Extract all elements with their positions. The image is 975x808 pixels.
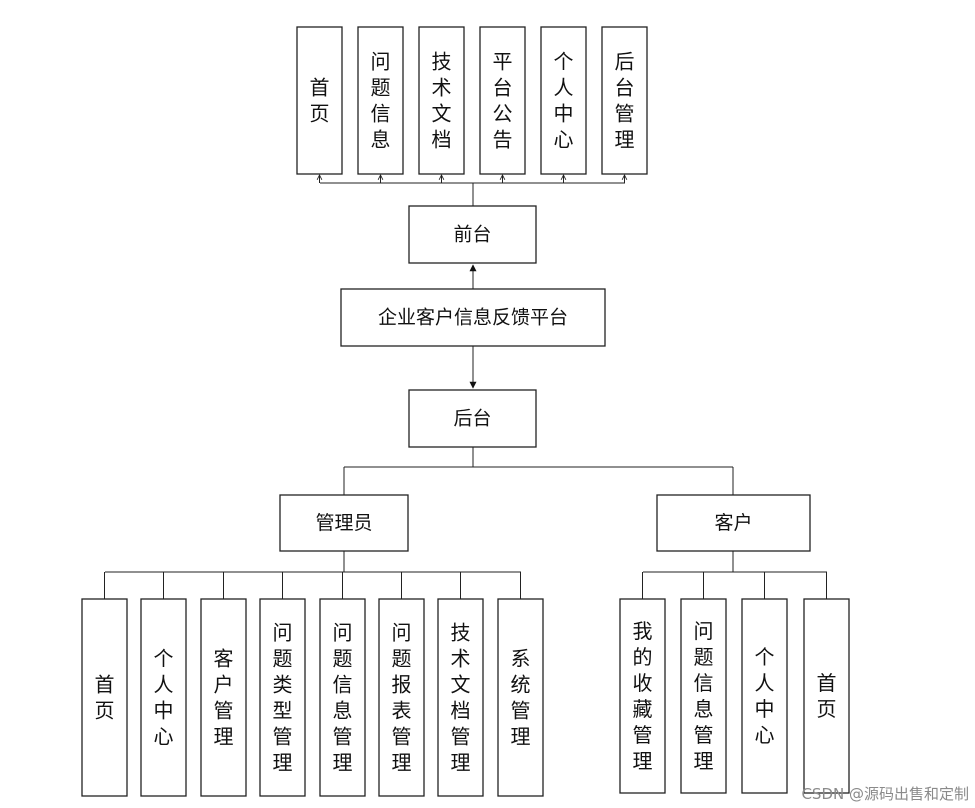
admin-node-label: 管理员 [315, 512, 372, 534]
frontend-item-3-box [418, 26, 465, 175]
admin-item-3-box [200, 598, 247, 797]
admin-item-1-box [81, 598, 128, 797]
admin-item-7: 技术文档管理 [437, 598, 484, 797]
admin-item-3: 客户管理 [200, 598, 247, 797]
customer-node: 客户 [656, 494, 811, 552]
admin-item-2-box [140, 598, 187, 797]
backend-node-box [408, 389, 537, 448]
frontend-item-5-label: 个人中心 [554, 50, 574, 152]
admin-item-6-label: 问题报表管理 [392, 621, 412, 775]
diagram-nodes: 首页问题信息技术文档平台公告个人中心后台管理前台企业客户信息反馈平台后台管理员客… [81, 26, 850, 797]
frontend-item-5-box [540, 26, 587, 175]
admin-item-2-label: 个人中心 [154, 647, 174, 749]
customer-item-1-box [619, 598, 666, 794]
frontend-item-1-box [296, 26, 343, 175]
root-node-box [340, 288, 606, 347]
frontend-item-4-label: 平台公告 [493, 50, 513, 152]
customer-item-2: 问题信息管理 [680, 598, 727, 794]
customer-item-2-label: 问题信息管理 [694, 619, 714, 773]
admin-node: 管理员 [279, 494, 409, 552]
admin-item-8-label: 系统管理 [511, 647, 531, 749]
admin-item-3-label: 客户管理 [214, 647, 234, 749]
admin-item-5-label: 问题信息管理 [333, 621, 353, 775]
frontend-node: 前台 [408, 205, 537, 264]
backend-node: 后台 [408, 389, 537, 448]
root-node: 企业客户信息反馈平台 [340, 288, 606, 347]
frontend-node-box [408, 205, 537, 264]
frontend-node-label: 前台 [453, 224, 491, 246]
frontend-item-3-label: 技术文档 [432, 50, 452, 152]
customer-item-4: 首页 [803, 598, 850, 794]
frontend-item-5: 个人中心 [540, 26, 587, 175]
admin-item-8: 系统管理 [497, 598, 544, 797]
admin-node-box [279, 494, 409, 552]
frontend-item-4-box [479, 26, 526, 175]
customer-item-4-box [803, 598, 850, 794]
frontend-item-2-box [357, 26, 404, 175]
frontend-item-1-label: 首页 [310, 76, 330, 126]
frontend-item-6-box [601, 26, 648, 175]
customer-node-label: 客户 [714, 512, 752, 534]
admin-item-1-label: 首页 [95, 673, 115, 723]
frontend-item-2-label: 问题信息 [371, 50, 391, 152]
frontend-item-6: 后台管理 [601, 26, 648, 175]
admin-item-5-box [319, 598, 366, 797]
customer-item-1: 我的收藏管理 [619, 598, 666, 794]
admin-item-5: 问题信息管理 [319, 598, 366, 797]
root-node-label: 企业客户信息反馈平台 [378, 307, 568, 329]
frontend-item-4: 平台公告 [479, 26, 526, 175]
frontend-item-2: 问题信息 [357, 26, 404, 175]
customer-item-3-label: 个人中心 [755, 645, 775, 747]
admin-item-8-box [497, 598, 544, 797]
backend-node-label: 后台 [453, 408, 491, 430]
admin-item-7-label: 技术文档管理 [451, 621, 471, 775]
connector-lines [104, 175, 827, 599]
customer-item-4-label: 首页 [817, 671, 837, 721]
customer-node-box [656, 494, 811, 552]
admin-item-4: 问题类型管理 [259, 598, 306, 797]
frontend-item-1: 首页 [296, 26, 343, 175]
customer-item-2-box [680, 598, 727, 794]
admin-item-4-box [259, 598, 306, 797]
frontend-item-6-label: 后台管理 [615, 50, 635, 152]
customer-item-3-box [741, 598, 788, 794]
admin-item-6: 问题报表管理 [378, 598, 425, 797]
admin-item-2: 个人中心 [140, 598, 187, 797]
customer-item-1-label: 我的收藏管理 [633, 619, 653, 773]
frontend-item-3: 技术文档 [418, 26, 465, 175]
admin-item-1: 首页 [81, 598, 128, 797]
watermark: CSDN @源码出售和定制 [801, 785, 969, 803]
customer-item-3: 个人中心 [741, 598, 788, 794]
admin-item-7-box [437, 598, 484, 797]
admin-item-6-box [378, 598, 425, 797]
admin-item-4-label: 问题类型管理 [273, 621, 293, 775]
